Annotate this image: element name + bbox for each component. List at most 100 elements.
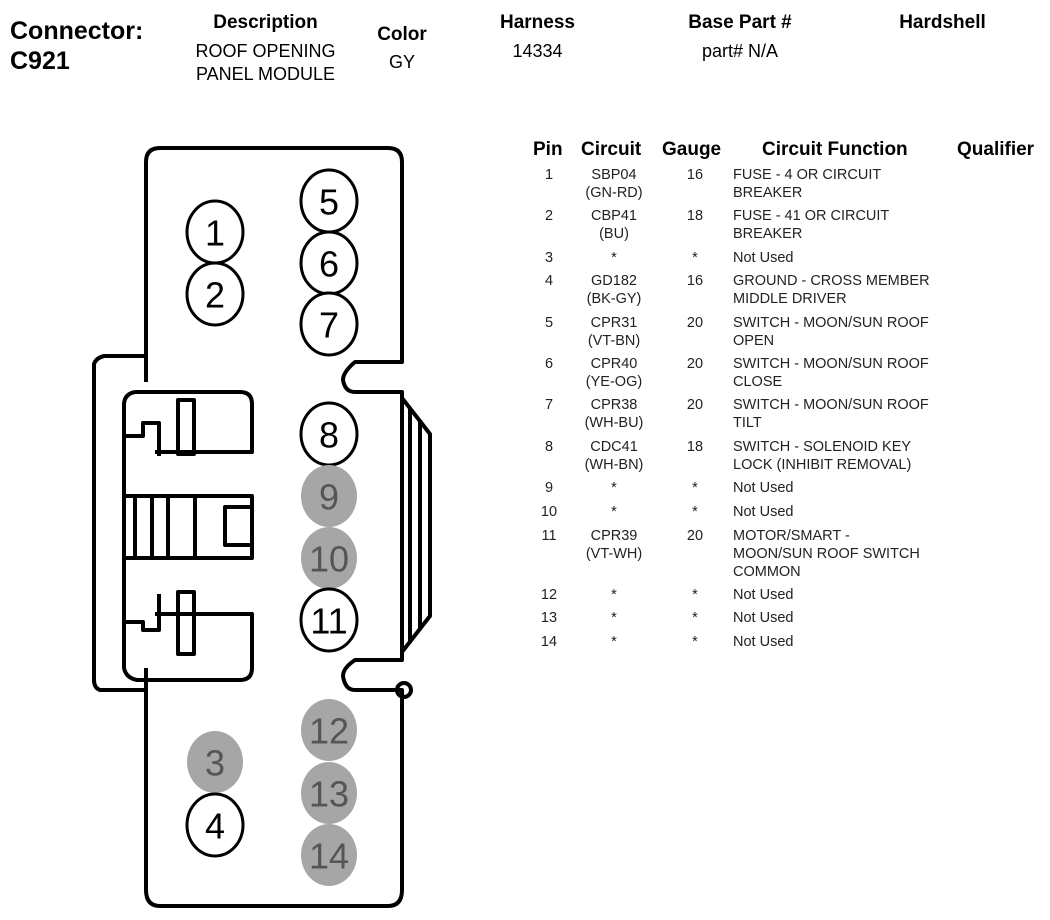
- pin-cell: 1: [544, 167, 554, 183]
- circuit-cell: *: [570, 503, 658, 521]
- gauge-cell: 18: [686, 208, 704, 224]
- pin-1: 1: [185, 199, 245, 265]
- pin-label: 1: [205, 213, 225, 254]
- pin-label: 11: [310, 601, 347, 642]
- circuit-cell: CPR31 (VT-BN): [570, 314, 658, 350]
- pin-label: 14: [309, 836, 349, 877]
- pin-8: 8: [299, 401, 359, 467]
- circuit-cell: *: [570, 609, 658, 627]
- circuit-cell: *: [570, 249, 658, 267]
- pin-cell: 2: [544, 208, 554, 224]
- latch-hook-top: [124, 421, 161, 456]
- pin-12: 12: [301, 699, 357, 761]
- latch-arm-top: [176, 398, 196, 456]
- pin-14: 14: [301, 824, 357, 886]
- pin-label: 7: [319, 305, 339, 346]
- wire-color: (BK-GY): [586, 291, 642, 307]
- wire-color: (BU): [599, 226, 629, 242]
- pin-label: 12: [309, 711, 349, 752]
- circuit-id: CDC41: [590, 439, 638, 455]
- gauge-cell: 16: [686, 167, 704, 183]
- pin-circle: [299, 291, 359, 357]
- gauge-cell: 20: [686, 315, 704, 331]
- connector-label: Connector:: [10, 17, 144, 45]
- description-value-line1: ROOF OPENING: [195, 41, 336, 61]
- gauge-cell: *: [692, 480, 698, 496]
- pin-5: 5: [299, 168, 359, 234]
- circuit-function-cell: Not Used: [733, 610, 794, 626]
- pin-circle: [301, 699, 357, 761]
- pin-4: 4: [185, 792, 245, 858]
- wire-color: (YE-OG): [585, 374, 643, 390]
- base-part-value: part# N/A: [701, 41, 779, 61]
- col-header-circuit: Circuit: [581, 139, 642, 160]
- gauge-cell: 16: [686, 273, 704, 289]
- pin-2: 2: [185, 261, 245, 327]
- right-rib-frame: [400, 396, 432, 654]
- wire-color: (VT-WH): [585, 546, 643, 562]
- pin-cell: 8: [544, 439, 554, 455]
- gauge-cell: 20: [686, 528, 704, 544]
- connector-title: Connector: C921: [10, 16, 143, 76]
- color-label: Color: [377, 24, 427, 45]
- pin-cell: 14: [540, 634, 558, 650]
- gauge-cell: *: [692, 610, 698, 626]
- circuit-function-cell: Not Used: [733, 634, 794, 650]
- pin-cell: 5: [544, 315, 554, 331]
- pin-circle: [185, 792, 245, 858]
- color-block: Color GY: [362, 24, 442, 74]
- pin-circle: [187, 731, 243, 793]
- pin-label: 6: [319, 244, 339, 285]
- pin-13: 13: [301, 762, 357, 824]
- circuit-id: CPR38: [590, 397, 638, 413]
- circuit-cell: CPR40(YE-OG): [570, 355, 658, 391]
- pin-cell: 3: [544, 250, 554, 266]
- wire-color: (VT-BN): [587, 333, 641, 349]
- pin-cell: 6: [544, 356, 554, 372]
- col-header-qualifier: Qualifier: [957, 139, 1035, 160]
- pin-7: 7: [299, 291, 359, 357]
- circuit-id: CPR31: [590, 315, 638, 331]
- circuit-function-cell: MOTOR/SMART - MOON/SUN ROOF SWITCH COMMO…: [733, 528, 920, 580]
- circuit-id: *: [611, 480, 617, 496]
- pin-cell: 11: [541, 528, 557, 544]
- pin-label: 8: [319, 415, 339, 456]
- col-header-gauge: Gauge: [662, 139, 722, 160]
- pin-label: 13: [309, 774, 349, 815]
- circuit-function-cell: GROUND - CROSS MEMBER MIDDLE DRIVER: [733, 273, 930, 307]
- latch-window: [223, 505, 254, 547]
- harness-label: Harness: [500, 12, 575, 33]
- circuit-id: *: [611, 250, 617, 266]
- pin-cell: 7: [544, 397, 554, 413]
- gauge-cell: 20: [686, 397, 704, 413]
- circuit-cell: CDC41(WH-BN): [570, 438, 658, 474]
- pin-10: 10: [301, 527, 357, 589]
- circuit-function-cell: Not Used: [733, 480, 794, 496]
- hardshell-block: Hardshell: [880, 12, 1005, 34]
- col-header-circuit-function: Circuit Function: [762, 139, 908, 160]
- base-part-block: Base Part # part# N/A: [670, 12, 810, 63]
- pin-circle: [301, 465, 357, 527]
- harness-block: Harness 14334: [485, 12, 590, 63]
- circuit-function-cell: Not Used: [733, 250, 794, 266]
- pin-circle: [299, 587, 359, 653]
- base-part-label: Base Part #: [688, 12, 792, 33]
- circuit-cell: SBP04 (GN-RD): [570, 166, 658, 202]
- description-label: Description: [213, 12, 318, 33]
- circuit-id: GD182: [591, 273, 637, 289]
- pin-3: 3: [187, 731, 243, 793]
- pin-cell: 4: [544, 273, 554, 289]
- circuit-id: *: [611, 634, 617, 650]
- circuit-id: CBP41: [591, 208, 637, 224]
- circuit-id: CPR39: [590, 528, 638, 544]
- connector-id: C921: [10, 47, 70, 75]
- gauge-cell: *: [692, 250, 698, 266]
- gauge-cell: *: [692, 634, 698, 650]
- wire-color: (GN-RD): [585, 185, 643, 201]
- gauge-cell: *: [692, 587, 698, 603]
- circuit-id: SBP04: [591, 167, 637, 183]
- pin-9: 9: [301, 465, 357, 527]
- description-block: Description ROOF OPENING PANEL MODULE: [178, 12, 353, 86]
- circuit-function-cell: SWITCH - MOON/SUN ROOF CLOSE: [733, 356, 929, 390]
